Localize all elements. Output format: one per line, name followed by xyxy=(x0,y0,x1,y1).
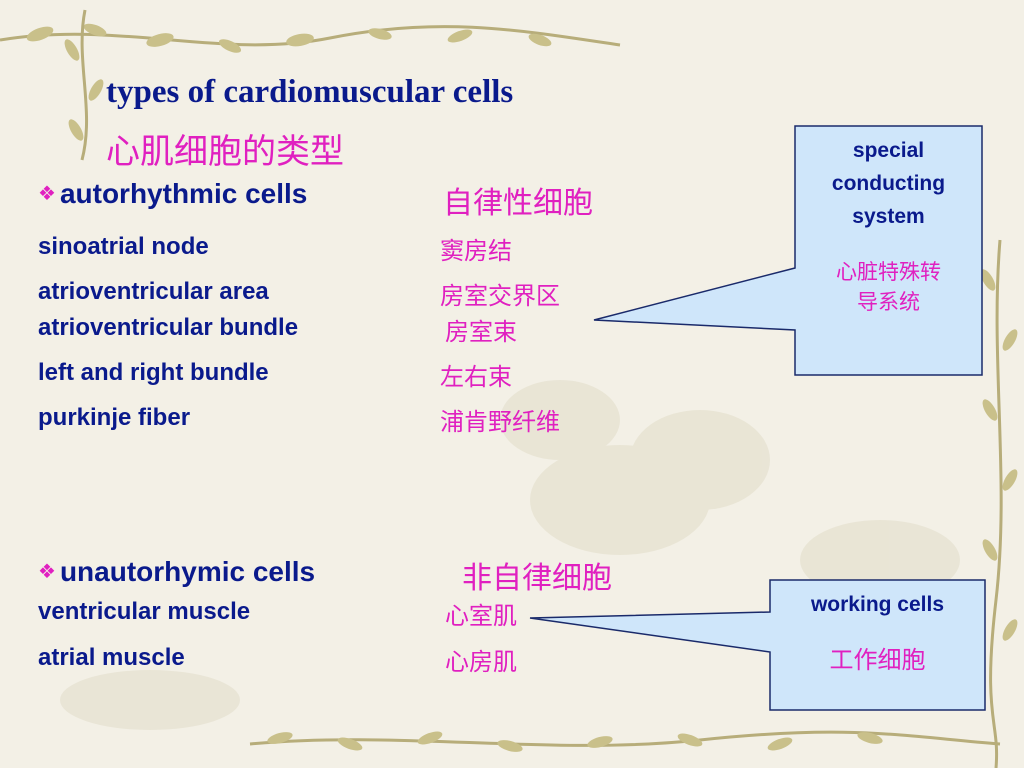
callout-working-shape xyxy=(529,579,986,711)
callout-special-line2: conducting xyxy=(831,172,946,195)
autorhythmic-heading-chinese: 自律性细胞 xyxy=(443,186,593,221)
callout-special-line3: system xyxy=(852,205,925,228)
callout-working-en: working cells xyxy=(810,593,945,616)
callout-special-line1: special xyxy=(852,139,925,162)
list-item-sinoatrial-node: sinoatrial node xyxy=(38,233,209,260)
title-english: types of cardiomuscular cells xyxy=(106,74,514,110)
callout-working-zh: 工作细胞 xyxy=(829,646,926,674)
list-item-left-right-bundle: left and right bundle xyxy=(38,359,269,386)
title-chinese: 心肌细胞的类型 xyxy=(106,132,344,172)
callout-special-zh1: 心脏特殊转 xyxy=(836,260,941,284)
callout-special-content: special conducting system 心脏特殊转 导系统 xyxy=(795,134,982,317)
list-item-sinoatrial-node-zh: 窦房结 xyxy=(440,237,512,265)
diamond-bullet-icon: ❖ xyxy=(38,183,56,205)
list-item-atrioventricular-area: atrioventricular area xyxy=(38,278,269,305)
unautorhymic-heading-chinese: 非自律细胞 xyxy=(462,561,612,596)
unautorhymic-heading-row: ❖unautorhymic cells xyxy=(38,556,315,588)
diamond-bullet-icon: ❖ xyxy=(38,561,56,583)
list-item-purkinje-fiber: purkinje fiber xyxy=(38,404,191,431)
list-item-atrioventricular-bundle: atrioventricular bundle xyxy=(38,314,299,341)
list-item-ventricular-muscle-zh: 心室肌 xyxy=(445,602,517,630)
callout-special-zh2: 导系统 xyxy=(857,290,920,314)
list-item-left-right-bundle-zh: 左右束 xyxy=(440,363,512,391)
autorhythmic-heading: autorhythmic cells xyxy=(59,178,308,209)
unautorhymic-heading: unautorhymic cells xyxy=(59,556,316,587)
callout-special-shape xyxy=(593,125,983,376)
list-item-atrioventricular-area-zh: 房室交界区 xyxy=(440,282,560,310)
list-item-purkinje-fiber-zh: 浦肯野纤维 xyxy=(440,408,560,436)
list-item-atrial-muscle: atrial muscle xyxy=(38,644,185,671)
list-item-atrial-muscle-zh: 心房肌 xyxy=(445,648,517,676)
list-item-ventricular-muscle: ventricular muscle xyxy=(38,598,251,625)
callout-working-content: working cells 工作细胞 xyxy=(770,588,985,675)
list-item-atrioventricular-bundle-zh: 房室束 xyxy=(445,318,517,346)
autorhythmic-heading-row: ❖autorhythmic cells xyxy=(38,178,307,210)
